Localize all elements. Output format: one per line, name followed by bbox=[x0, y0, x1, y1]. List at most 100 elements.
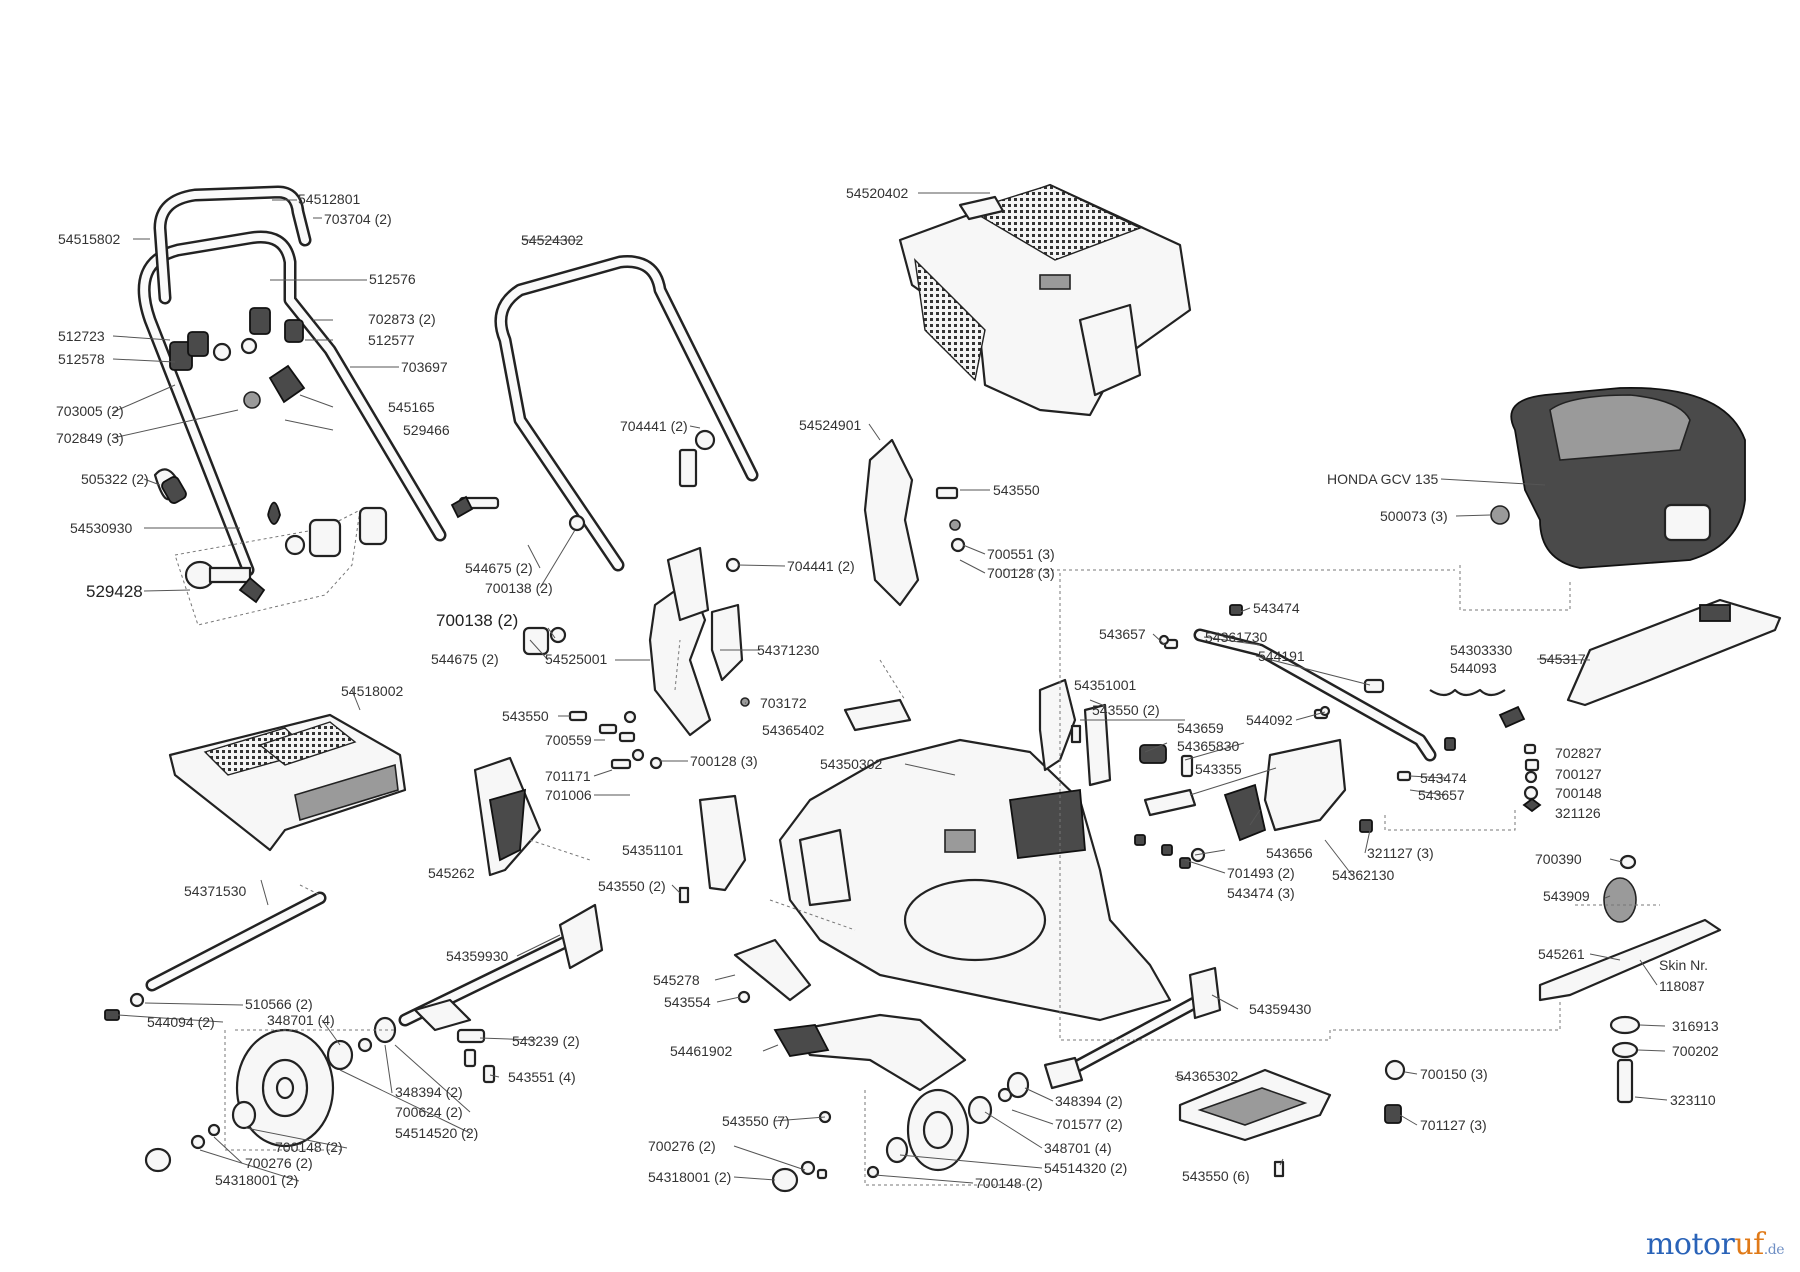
label: 54514320 (2) bbox=[1044, 1160, 1127, 1176]
label: 700276 (2) bbox=[648, 1138, 716, 1154]
rear-axle-part bbox=[104, 891, 327, 1021]
label: 543657 bbox=[1099, 626, 1146, 642]
label: 700138 (2) bbox=[485, 580, 553, 596]
label: 54525001 bbox=[545, 651, 608, 667]
label: 348701 (4) bbox=[267, 1012, 335, 1028]
label: 544093 bbox=[1450, 660, 1497, 676]
label: 700150 (3) bbox=[1420, 1066, 1488, 1082]
label: 543659 bbox=[1177, 720, 1224, 736]
rear-flap-part bbox=[168, 713, 407, 852]
label: 54350302 bbox=[820, 756, 883, 772]
label: 323110 bbox=[1670, 1092, 1716, 1108]
label: 544094 (2) bbox=[147, 1014, 215, 1030]
label: 54520402 bbox=[846, 185, 909, 201]
label: 700559 bbox=[545, 732, 592, 748]
label: 544675 (2) bbox=[431, 651, 499, 667]
label: 512723 bbox=[58, 328, 105, 344]
brand-logo[interactable]: motoruf.de bbox=[1645, 1227, 1785, 1262]
label: 700138 (2) bbox=[436, 611, 518, 630]
brand-name-main: motor bbox=[1645, 1227, 1735, 1262]
label: 544675 (2) bbox=[465, 560, 533, 576]
label: 316913 bbox=[1672, 1018, 1719, 1034]
label: 543474 bbox=[1253, 600, 1300, 616]
assembly-dashes bbox=[224, 565, 1660, 1186]
label: 700551 (3) bbox=[987, 546, 1055, 562]
wheels-and-axles-part bbox=[144, 903, 1222, 1193]
label: 703172 bbox=[760, 695, 807, 711]
label: 54461902 bbox=[670, 1043, 733, 1059]
label: 543657 bbox=[1418, 787, 1465, 803]
label: 701006 bbox=[545, 787, 592, 803]
engine-part bbox=[1490, 386, 1746, 569]
label: 543550 bbox=[502, 708, 549, 724]
brand-suffix: .de bbox=[1763, 1242, 1785, 1258]
label: 54524302 bbox=[521, 232, 584, 248]
misc-small-parts bbox=[678, 634, 1537, 1180]
label: 702827 bbox=[1555, 745, 1602, 761]
label: 54512801 bbox=[298, 191, 361, 207]
brand-name-accent: uf bbox=[1734, 1227, 1764, 1262]
label: 700127 bbox=[1555, 766, 1602, 782]
label: 700390 bbox=[1535, 851, 1582, 867]
label: 54515802 bbox=[58, 231, 121, 247]
label: 543909 bbox=[1543, 888, 1590, 904]
handle-bolt-kit-part bbox=[174, 501, 388, 626]
label: 54361730 bbox=[1205, 629, 1268, 645]
discharge-parts bbox=[733, 703, 1112, 1124]
label: 701493 (2) bbox=[1227, 865, 1295, 881]
handle-brackets-part bbox=[648, 438, 966, 737]
label: 543550 (7) bbox=[722, 1113, 790, 1129]
label: 700128 (3) bbox=[690, 753, 758, 769]
label: 54514520 (2) bbox=[395, 1125, 478, 1141]
mower-deck-part bbox=[778, 738, 1172, 1022]
upper-handle-part bbox=[137, 185, 447, 577]
label: 545261 bbox=[1538, 946, 1585, 962]
label: 54359430 bbox=[1249, 1001, 1312, 1017]
lower-handle-part bbox=[450, 255, 759, 656]
label: 348701 (4) bbox=[1044, 1140, 1112, 1156]
label: 544092 bbox=[1246, 712, 1293, 728]
label: 512576 bbox=[369, 271, 416, 287]
label: 54371530 bbox=[184, 883, 247, 899]
label: 700128 (3) bbox=[987, 565, 1055, 581]
label: 54351001 bbox=[1074, 677, 1137, 693]
side-deflectors-part bbox=[473, 756, 747, 892]
label: 348394 (2) bbox=[395, 1084, 463, 1100]
label: Skin Nr. bbox=[1659, 957, 1708, 973]
handle-clamps-part bbox=[153, 307, 306, 504]
label: 54518002 bbox=[341, 683, 404, 699]
label: 703005 (2) bbox=[56, 403, 124, 419]
label: 543550 bbox=[993, 482, 1040, 498]
label: 545278 bbox=[653, 972, 700, 988]
label: 545262 bbox=[428, 865, 475, 881]
label: 700624 (2) bbox=[395, 1104, 463, 1120]
label: 704441 (2) bbox=[620, 418, 688, 434]
front-cover-part bbox=[1178, 1059, 1406, 1178]
label: 543474 bbox=[1420, 770, 1467, 786]
label: 54318001 (2) bbox=[648, 1169, 731, 1185]
label: 702873 (2) bbox=[368, 311, 436, 327]
label: 118087 bbox=[1659, 978, 1705, 994]
label: 543554 bbox=[664, 994, 711, 1010]
label: 700202 bbox=[1672, 1043, 1719, 1059]
label: 54359930 bbox=[446, 948, 509, 964]
label: 545165 bbox=[388, 399, 435, 415]
label: 54365830 bbox=[1177, 738, 1240, 754]
label: 702849 (3) bbox=[56, 430, 124, 446]
label: 703704 (2) bbox=[324, 211, 392, 227]
label: 701577 (2) bbox=[1055, 1116, 1123, 1132]
label: 54351101 bbox=[622, 842, 683, 858]
label: 704441 (2) bbox=[787, 558, 855, 574]
label: 512578 bbox=[58, 351, 105, 367]
label: 543239 (2) bbox=[512, 1033, 580, 1049]
label: 54365302 bbox=[1176, 1068, 1239, 1084]
label: 54371230 bbox=[757, 642, 820, 658]
label: 703697 bbox=[401, 359, 448, 375]
label: 543474 (3) bbox=[1227, 885, 1295, 901]
grass-catcher-part bbox=[898, 183, 1192, 417]
label: 543656 bbox=[1266, 845, 1313, 861]
label: 510566 (2) bbox=[245, 996, 313, 1012]
label: 543551 (4) bbox=[508, 1069, 576, 1085]
leader-lines bbox=[112, 192, 1668, 1184]
